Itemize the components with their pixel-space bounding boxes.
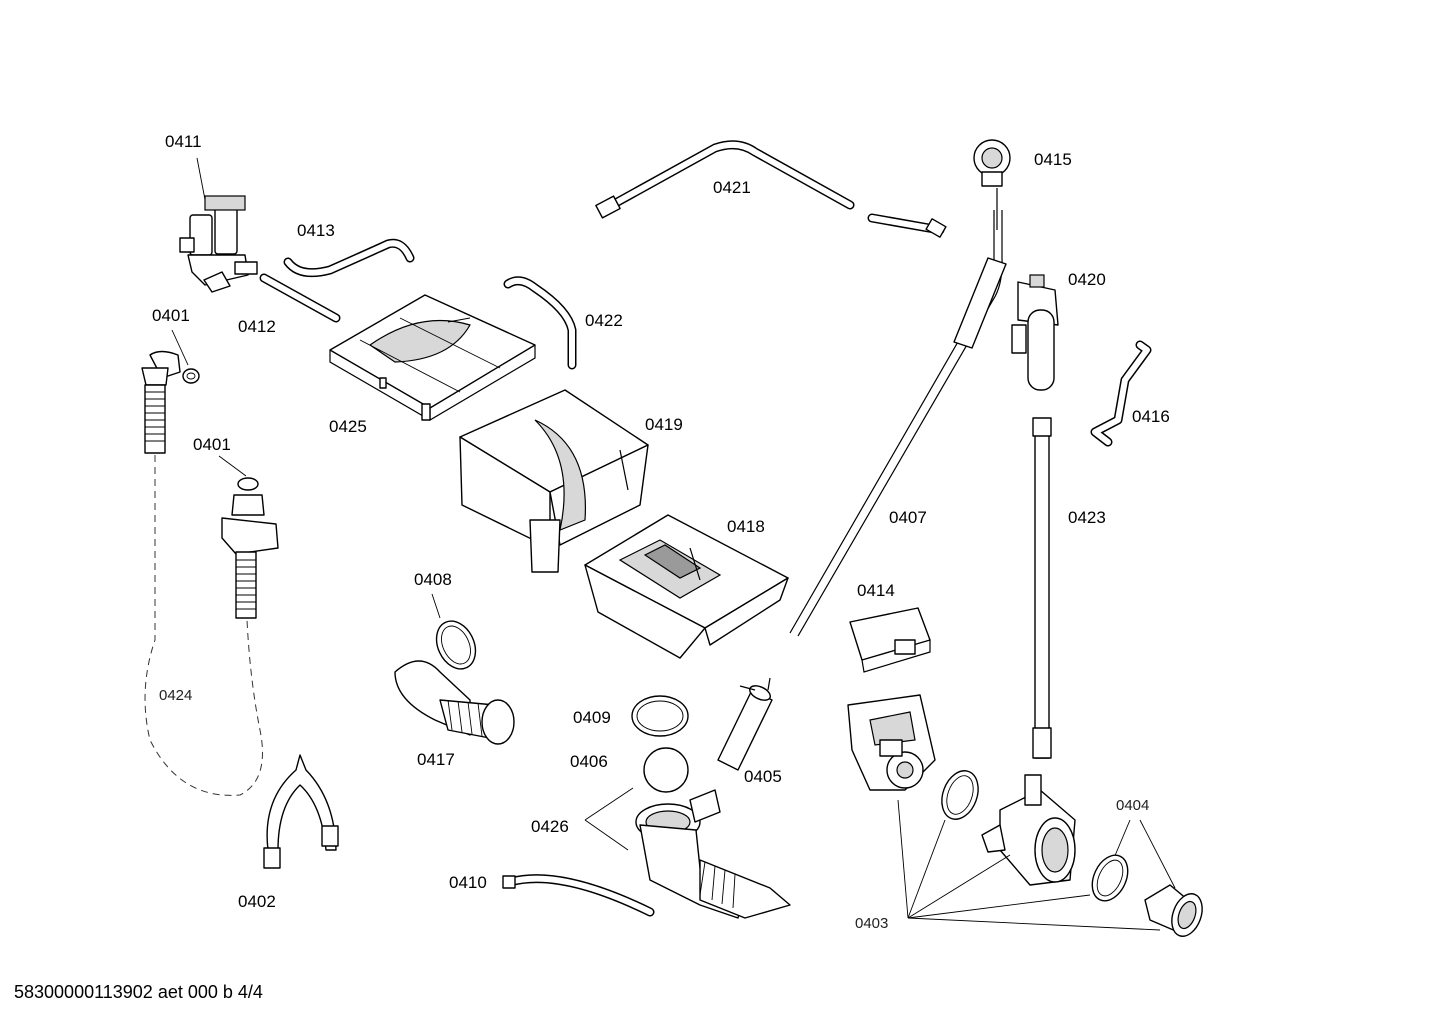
label-0411: 0411 [165, 132, 202, 151]
part-0404-ring-filter [1091, 819, 1203, 937]
label-0418: 0418 [727, 517, 765, 536]
label-0409: 0409 [573, 708, 611, 727]
label-0421: 0421 [713, 178, 751, 197]
label-0419: 0419 [645, 415, 683, 434]
label-0423: 0423 [1068, 508, 1106, 527]
part-0421-long-hose [595, 140, 947, 238]
part-0419-dispenser-housing [459, 389, 649, 573]
label-0414: 0414 [857, 581, 895, 600]
label-0401-upper: 0401 [152, 306, 190, 325]
part-0401-upper-hose [141, 329, 200, 454]
part-filter-housing [981, 774, 1076, 886]
part-0406-ball [643, 747, 689, 793]
part-0426-sump [584, 787, 791, 919]
label-0425: 0425 [329, 417, 367, 436]
part-0423-hose [1032, 417, 1052, 759]
part-0411-inlet-valve [179, 157, 258, 293]
label-0407: 0407 [889, 508, 927, 527]
document-id-footer: 58300000113902 aet 000 b 4/4 [14, 982, 263, 1002]
label-0416: 0416 [1132, 407, 1170, 426]
part-0422-hose [503, 276, 577, 370]
part-0425-dispenser-lid [329, 294, 536, 421]
label-0420: 0420 [1068, 270, 1106, 289]
part-0416-hose [1090, 340, 1152, 447]
part-0413-hose [283, 238, 415, 278]
part-0420-air-chamber [1011, 274, 1059, 391]
part-0418-detergent-drawer [584, 514, 789, 659]
part-0403-leader-lines [897, 799, 1161, 931]
part-0408-ring [431, 593, 477, 670]
label-0413: 0413 [297, 221, 335, 240]
label-0404: 0404 [1116, 797, 1150, 814]
part-0401-lower-hose [218, 455, 279, 619]
part-0417-bellows-hose [394, 660, 515, 745]
part-0409-ring [631, 695, 689, 737]
label-0415: 0415 [1034, 150, 1072, 169]
label-0422: 0422 [585, 311, 623, 330]
label-0403: 0403 [855, 915, 889, 932]
label-0401-lower: 0401 [193, 435, 231, 454]
label-0424: 0424 [159, 687, 193, 704]
label-0410: 0410 [449, 873, 487, 892]
part-0412-tube [259, 273, 341, 323]
label-0408: 0408 [414, 570, 452, 589]
label-0417: 0417 [417, 750, 455, 769]
part-pump-seal [941, 770, 979, 820]
part-0405-sensor [717, 677, 773, 771]
part-0415-pressure-switch [973, 139, 1011, 230]
part-0424-dashed-hose [144, 455, 263, 796]
label-0426: 0426 [531, 817, 569, 836]
label-0412: 0412 [238, 317, 276, 336]
part-0402-bracket [263, 754, 339, 869]
label-0406: 0406 [570, 752, 608, 771]
part-0410-hose [502, 874, 655, 917]
part-0414-clip [849, 607, 931, 673]
label-0405: 0405 [744, 767, 782, 786]
part-drain-pump [847, 694, 936, 791]
part-0407-pressure-tube [789, 210, 1007, 637]
label-0402: 0402 [238, 892, 276, 911]
